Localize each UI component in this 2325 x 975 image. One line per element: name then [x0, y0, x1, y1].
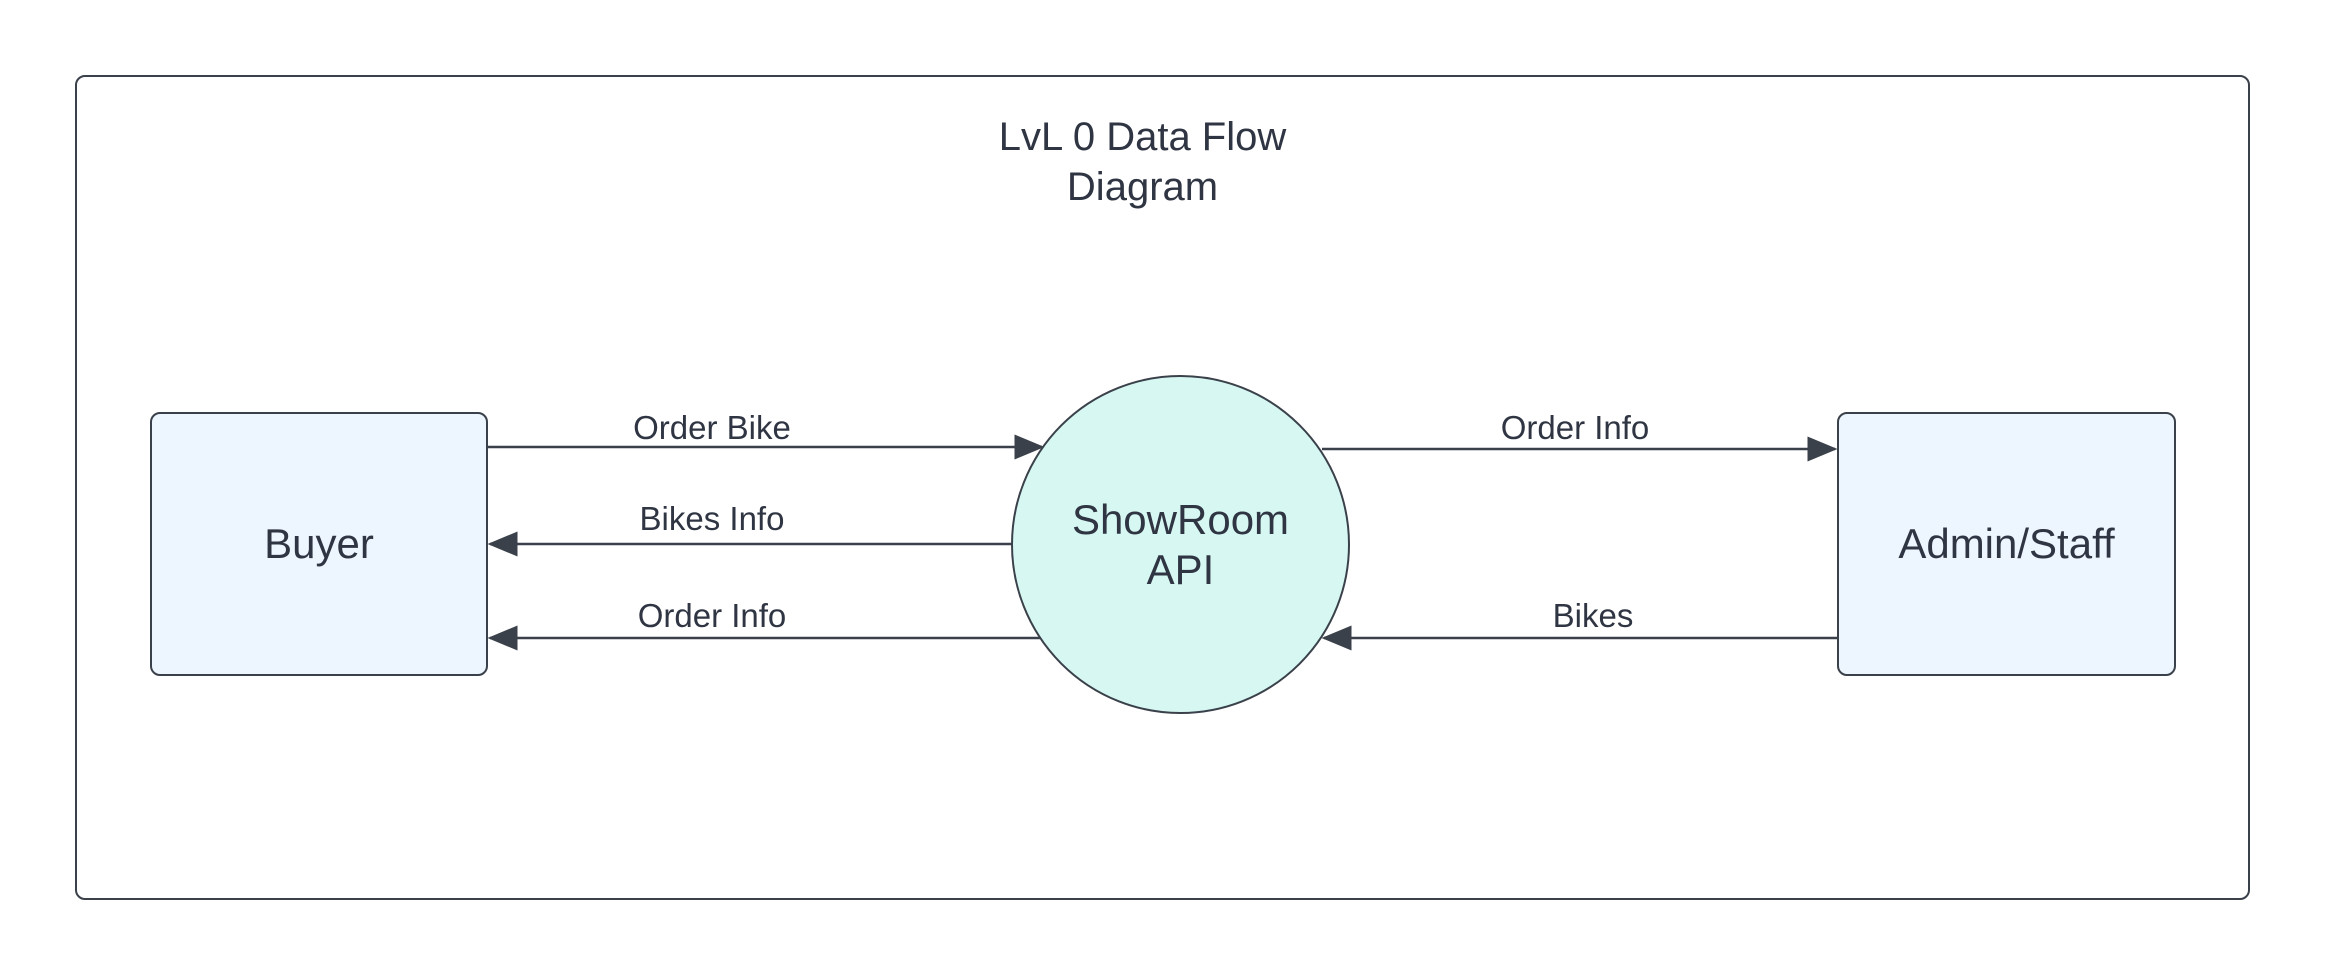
- buyer-label: Buyer: [264, 520, 374, 567]
- admin-staff-label: Admin/Staff: [1898, 520, 2115, 567]
- admin-staff-entity: Admin/Staff: [1837, 412, 2176, 676]
- flow-label-bikes: Bikes: [1552, 597, 1634, 634]
- buyer-entity: Buyer: [150, 412, 488, 676]
- process-label: ShowRoom API: [1071, 495, 1290, 593]
- flow-label-order-bike: Order Bike: [633, 409, 791, 446]
- diagram-title: LvL 0 Data Flow Diagram: [998, 115, 1287, 209]
- showroom-api-process: ShowRoom API: [1011, 375, 1350, 714]
- flow-label-order-info-buyer: Order Info: [637, 597, 787, 634]
- flow-label-bikes-info: Bikes Info: [639, 500, 785, 537]
- flow-label-order-info-admin: Order Info: [1500, 409, 1650, 446]
